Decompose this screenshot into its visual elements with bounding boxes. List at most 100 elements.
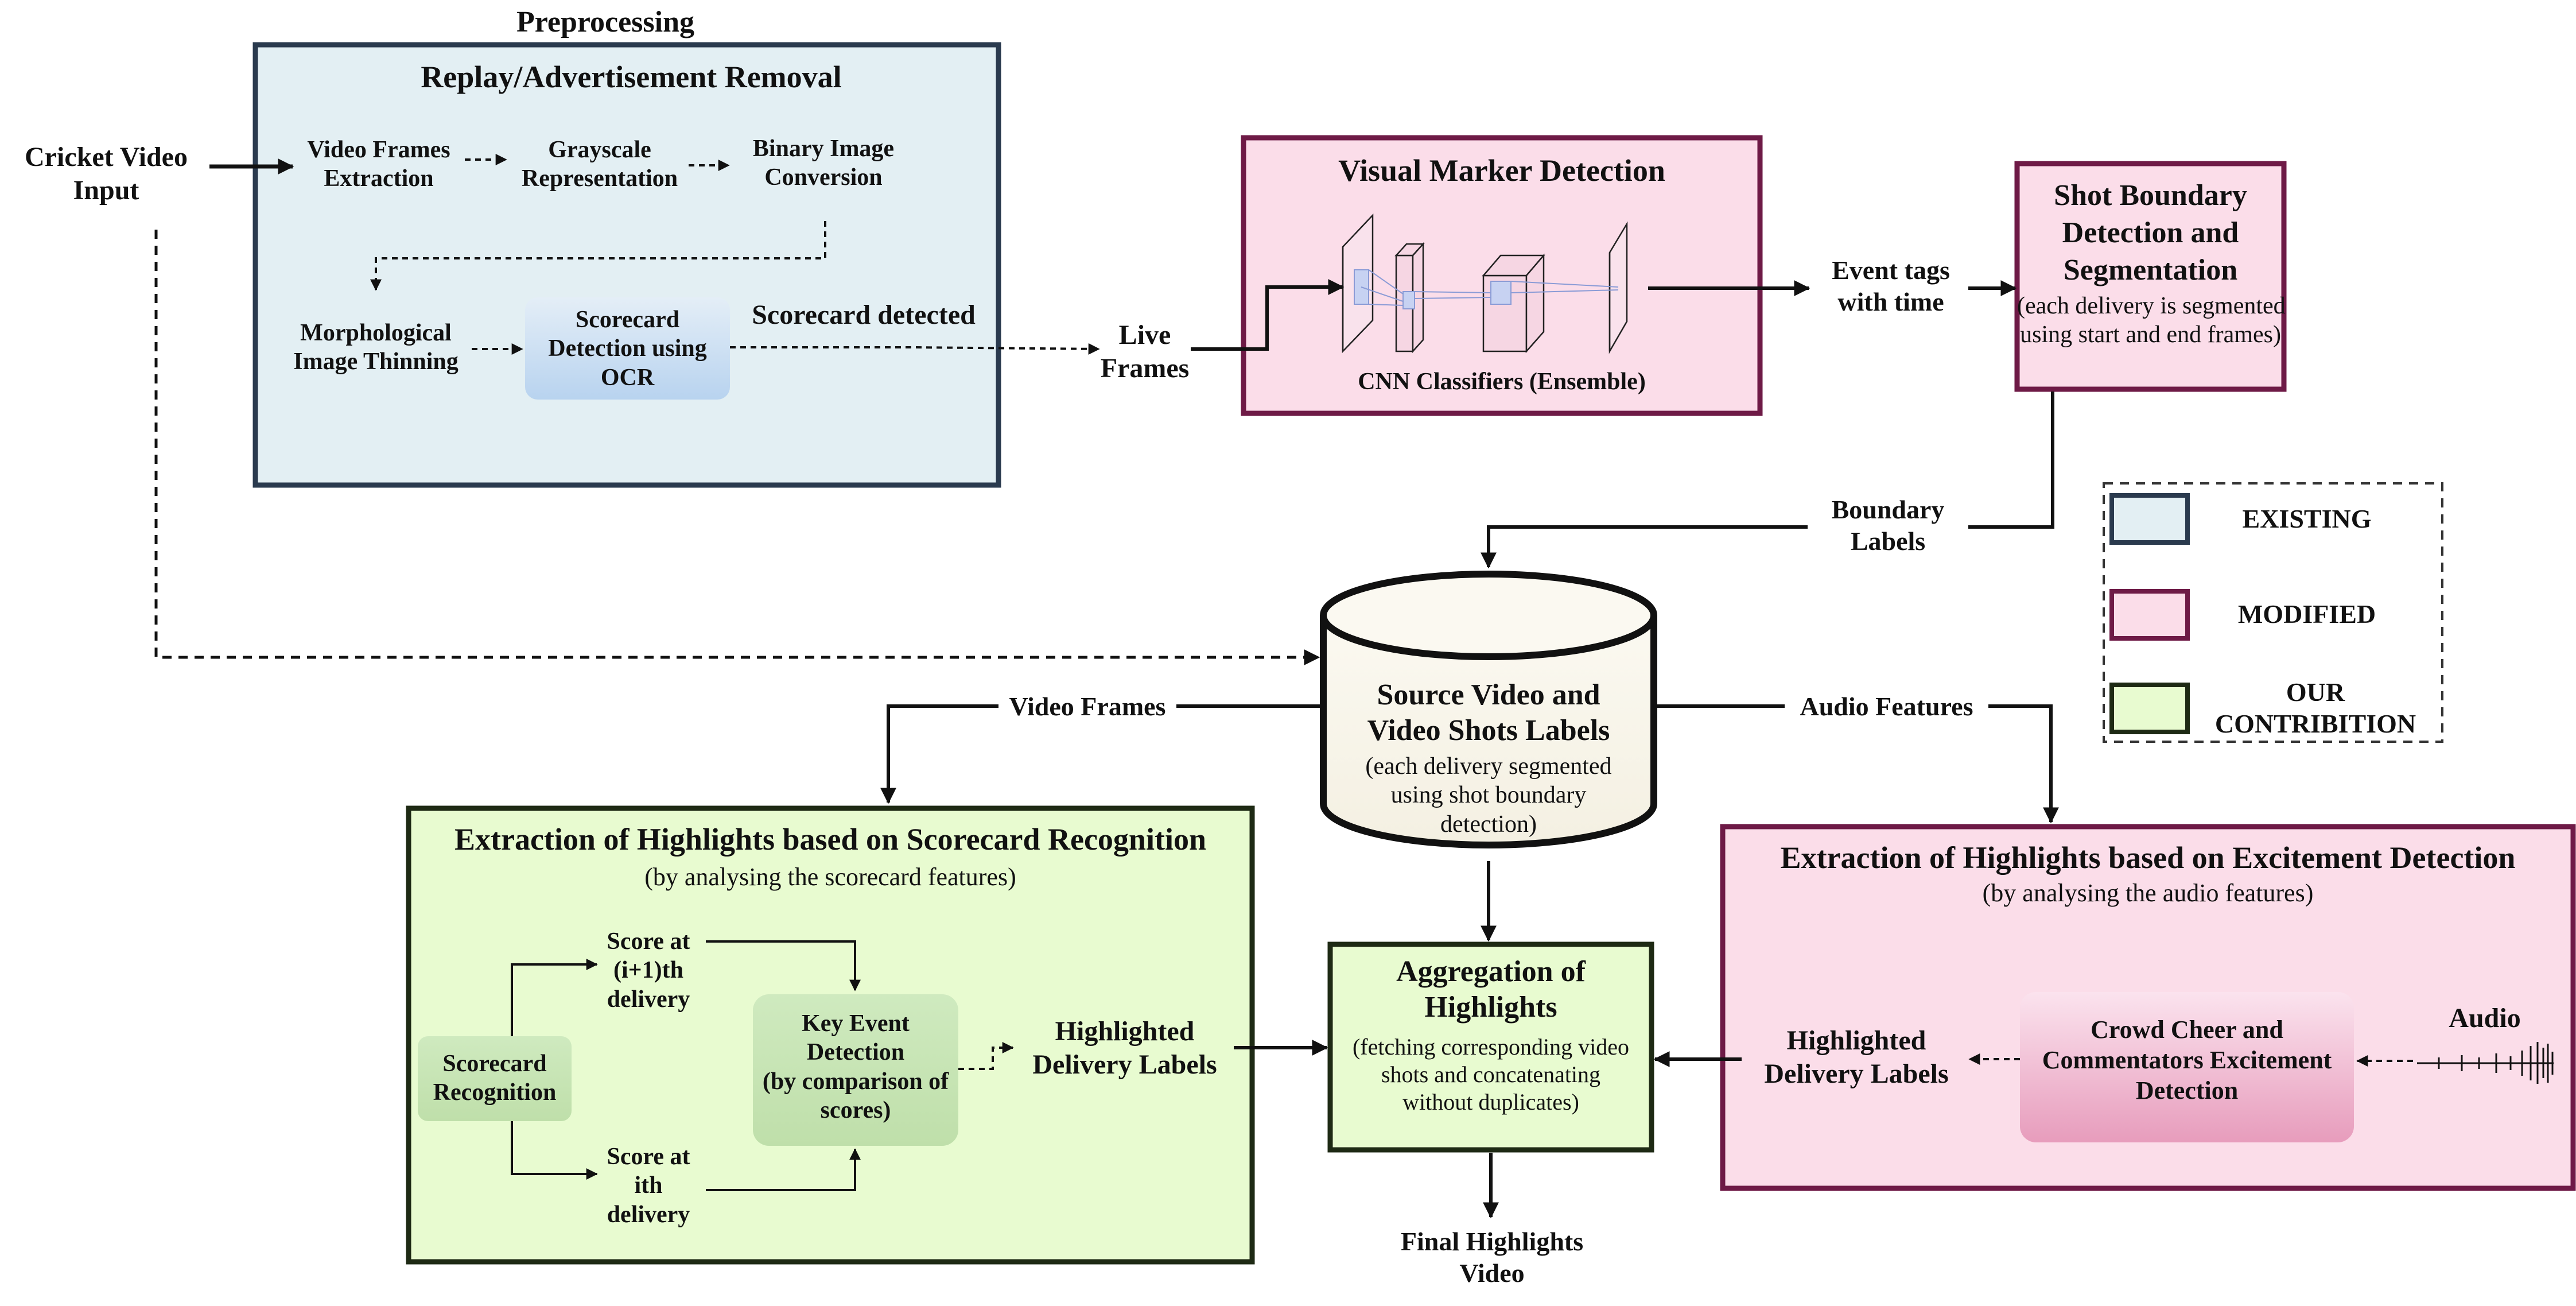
database-desc2: using shot boundary (1390, 782, 1587, 809)
step-video-frames: Video Frames Extraction (293, 135, 465, 193)
step-binary-line2: Conversion (764, 164, 883, 191)
input-label-line1: Cricket Video (25, 142, 188, 172)
step-binary: Binary Image Conversion (732, 134, 915, 192)
score-curr-line3: delivery (607, 1201, 690, 1228)
aggregation-desc2: shots and concatenating (1381, 1061, 1601, 1087)
crowd-line1: Crowd Cheer and (2091, 1016, 2283, 1044)
database-desc3: detection) (1440, 811, 1537, 838)
database-cylinder (1320, 571, 1657, 848)
step-ocr-line1: Scorecard (575, 307, 680, 333)
aggregation-box (1327, 941, 1654, 1153)
legend-modified-label: MODIFIED (2237, 599, 2376, 629)
database-desc: (each delivery segmented using shot boun… (1323, 752, 1654, 839)
score-next-line3: delivery (607, 986, 690, 1013)
step-video-frames-line2: Extraction (324, 165, 434, 192)
legend-ours-line1: OUR (2286, 677, 2345, 707)
preprocessing-dashed-arrows (370, 154, 1100, 355)
step-grayscale-line1: Grayscale (548, 137, 651, 163)
excitement-highlighted-labels: Highlighted Delivery Labels (1747, 1024, 1965, 1090)
score-current-delivery-label: Score at ith delivery (591, 1142, 706, 1229)
key-event-line2: Detection (806, 1039, 905, 1066)
final-highlights-label: Final Highlights Video (1371, 1226, 1613, 1289)
cnn-filters-icon (1354, 269, 1619, 309)
visual-marker-box (1241, 135, 1763, 416)
step-morph-line1: Morphological (300, 320, 452, 346)
step-ocr-line2: Detection using (548, 335, 707, 362)
arrow-live-to-cnn (1191, 279, 1345, 351)
shot-boundary-desc1: (each delivery is segmented (2017, 293, 2286, 319)
scorecard-detected-label: Scorecard detected (752, 300, 976, 330)
video-frames-edge-label: Video Frames (998, 691, 1176, 723)
final-line1: Final Highlights (1400, 1227, 1584, 1256)
live-frames-line1: Live (1118, 320, 1171, 350)
aggregation-desc3: without duplicates) (1402, 1089, 1579, 1115)
scorecard-highlights-title: Extraction of Highlights based on Scorec… (454, 822, 1206, 857)
database-desc1: (each delivery segmented (1365, 753, 1612, 780)
step-video-frames-line1: Video Frames (307, 137, 450, 163)
legend-existing-swatch (2109, 493, 2190, 545)
crowd-line2: Commentators Excitement (2042, 1045, 2332, 1074)
legend-ours-swatch (2109, 683, 2190, 734)
key-event-line3: (by comparison of (762, 1068, 949, 1095)
shot-boundary-line3: Segmentation (2063, 254, 2238, 286)
legend-ours-label: OUR CONTRIBITION (2201, 676, 2430, 739)
crowd-line3: Detection (2135, 1076, 2239, 1105)
shot-boundary-line1: Shot Boundary (2054, 179, 2247, 212)
crowd-cheer-step (2020, 992, 2354, 1142)
visual-marker-title: Visual Marker Detection (1338, 153, 1665, 188)
audio-features-edge-label: Audio Features (1785, 691, 1988, 723)
input-label: Cricket Video Input (6, 141, 207, 207)
scorecard-recognition-line2: Recognition (433, 1079, 557, 1106)
scorecard-highlighted-line2: Delivery Labels (1032, 1049, 1217, 1080)
database-line1: Source Video and (1377, 679, 1600, 711)
score-curr-line2: ith (634, 1172, 663, 1199)
shot-boundary-desc2: using start and end frames) (2020, 321, 2281, 348)
boundary-labels-line2: Labels (1850, 526, 1926, 556)
legend-box (2103, 482, 2443, 743)
shot-boundary-desc: (each delivery is segmented using start … (2017, 292, 2286, 350)
aggregation-desc: (fetching corresponding video shots and … (1330, 1033, 1652, 1116)
aggregation-title: Aggregation of Highlights (1330, 954, 1652, 1026)
cnn-classifiers-label: CNN Classifiers (Ensemble) (1358, 369, 1646, 395)
step-morphological: Morphological Image Thinning (281, 319, 471, 377)
crowd-cheer-label: Crowd Cheer and Commentators Excitement … (2020, 1015, 2354, 1106)
arrow-key-event-to-labels (958, 1042, 1014, 1070)
key-event-label: Key Event Detection (by comparison of sc… (753, 1009, 958, 1125)
aggregation-line2: Highlights (1424, 991, 1557, 1024)
excitement-highlights-subtitle: (by analysing the audio features) (1982, 879, 2314, 907)
step-morph-line2: Image Thinning (293, 348, 459, 375)
key-event-line4: scores) (820, 1097, 891, 1124)
arrow-video-frames-to-scorecard (880, 704, 998, 804)
database-title: Source Video and Video Shots Labels (1323, 677, 1654, 749)
event-tags-label: Event tags with time (1799, 254, 1983, 317)
shot-boundary-box (2014, 161, 2287, 392)
preprocessing-box (252, 42, 1001, 488)
scorecard-recognition-line1: Scorecard (442, 1051, 547, 1077)
scorecard-recognition-step (418, 1036, 572, 1121)
legend-ours-line2: CONTRIBITION (2214, 709, 2416, 739)
key-event-step (753, 994, 958, 1146)
boundary-labels-line1: Boundary (1831, 495, 1945, 524)
step-grayscale-line2: Representation (521, 165, 678, 192)
score-next-line1: Score at (607, 928, 690, 955)
scorecard-recognition-label: Scorecard Recognition (418, 1049, 572, 1107)
step-grayscale: Grayscale Representation (508, 135, 691, 193)
step-ocr: Scorecard Detection using OCR (525, 305, 730, 392)
score-next-delivery-label: Score at (i+1)th delivery (591, 927, 706, 1014)
step-ocr-line3: OCR (600, 364, 655, 391)
live-frames-label: Live Frames (1082, 319, 1208, 385)
legend-modified-swatch (2109, 589, 2190, 641)
legend-existing-label: EXISTING (2242, 504, 2372, 533)
event-tags-line1: Event tags (1832, 255, 1950, 285)
arrow-audio-features-to-excitement (1988, 704, 2059, 824)
excitement-highlights-title: Extraction of Highlights based on Excite… (1780, 840, 2516, 875)
live-frames-line2: Frames (1100, 352, 1190, 383)
arrow-shot-to-db (1951, 392, 2054, 529)
ocr-step-box (525, 297, 730, 400)
excitement-highlighted-line1: Highlighted (1786, 1025, 1926, 1056)
preprocessing-title: Preprocessing (516, 6, 695, 38)
database-line2: Video Shots Labels (1367, 714, 1610, 747)
shot-boundary-line2: Detection and (2062, 216, 2239, 249)
aggregation-desc1: (fetching corresponding video (1352, 1034, 1630, 1060)
